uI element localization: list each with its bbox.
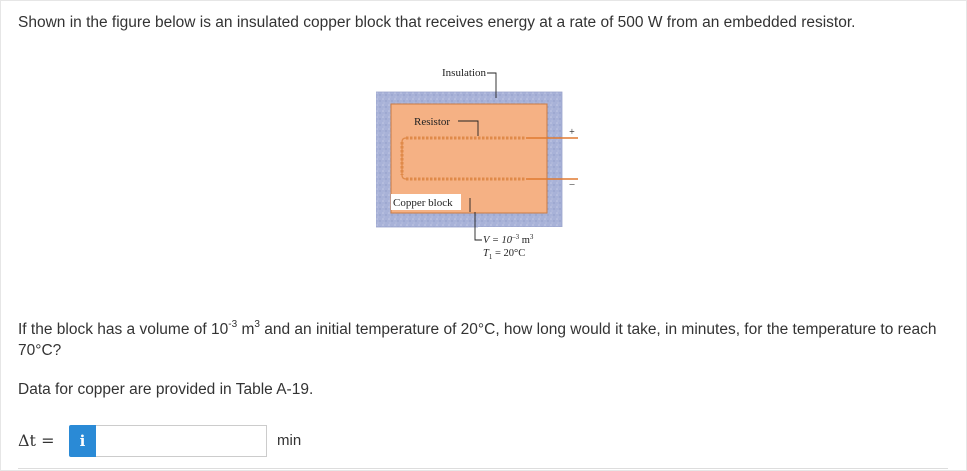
insulation-leader bbox=[487, 72, 497, 98]
resistor-label: Resistor bbox=[414, 116, 450, 128]
divider bbox=[18, 468, 948, 469]
question-intro: Shown in the figure below is an insulate… bbox=[18, 14, 856, 31]
temperature-label: T1 = 20°C bbox=[483, 248, 525, 261]
answer-input[interactable] bbox=[96, 425, 267, 457]
minus-sign: – bbox=[569, 179, 576, 190]
answer-label: Δt = bbox=[18, 431, 55, 450]
plus-sign: + bbox=[569, 127, 575, 138]
conditions-leader bbox=[474, 212, 482, 241]
resistor-coil bbox=[400, 136, 526, 181]
info-icon[interactable]: i bbox=[69, 425, 96, 457]
insulation-label: Insulation bbox=[442, 67, 486, 79]
data-note: Data for copper are provided in Table A-… bbox=[18, 381, 314, 398]
answer-unit: min bbox=[277, 432, 302, 449]
question-body: If the block has a volume of 10-3 m3 and… bbox=[18, 319, 937, 360]
copper-block-figure: + – Insulation Resistor Copper block V =… bbox=[376, 67, 578, 261]
volume-label: V = 10–3 m3 bbox=[483, 233, 534, 246]
resistor-leader bbox=[458, 120, 479, 136]
copper-block-label: Copper block bbox=[393, 197, 453, 209]
